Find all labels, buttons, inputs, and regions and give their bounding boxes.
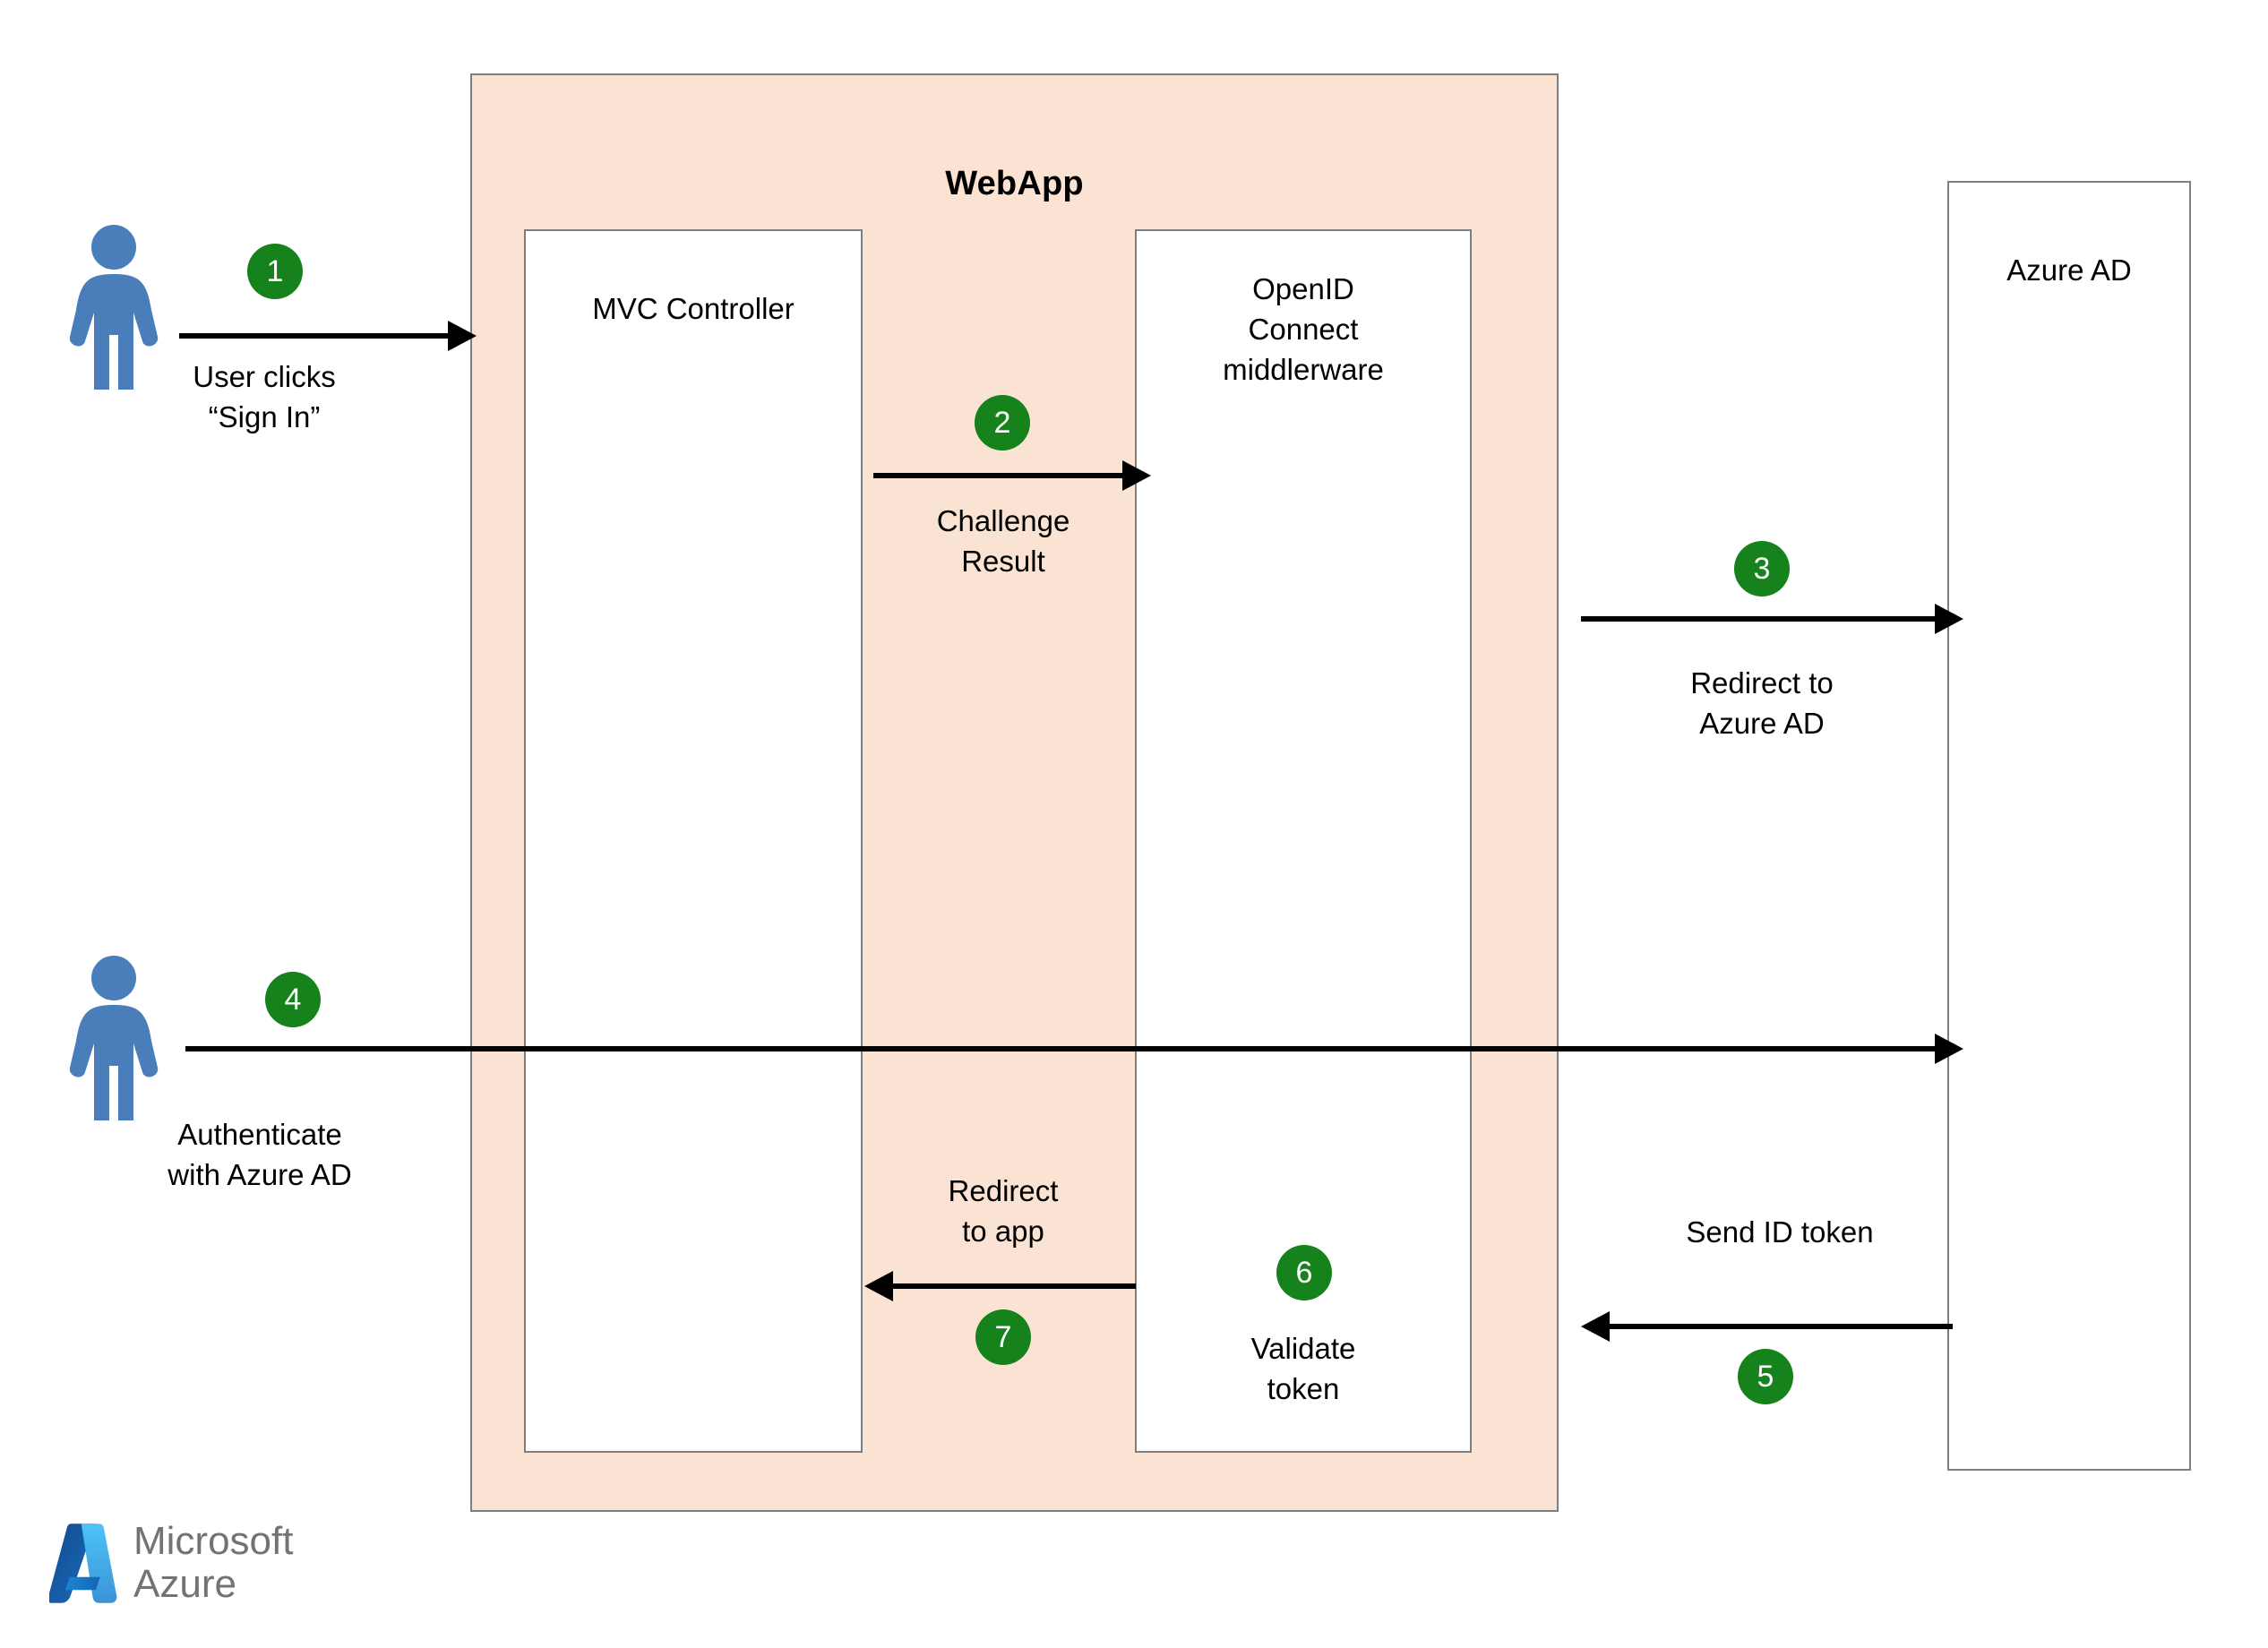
arrow-head-step-1 <box>448 321 477 351</box>
arrow-head-step-4 <box>1935 1034 1963 1064</box>
step-label-2: Challenge Result <box>936 504 1070 578</box>
mvc-controller-label: MVC Controller <box>592 292 795 325</box>
step-label-3: Redirect to Azure AD <box>1690 666 1834 740</box>
azure-ad-box <box>1947 181 2191 1471</box>
arrow-head-step-5 <box>1581 1311 1610 1342</box>
microsoft-azure-logo: Microsoft Azure <box>49 1520 293 1606</box>
mvc-controller-box <box>524 229 863 1453</box>
step-badge-1: 1 <box>247 244 303 299</box>
arrow-step-3 <box>1581 616 1950 622</box>
arrow-step-2 <box>873 473 1133 478</box>
arrow-head-step-3 <box>1935 604 1963 634</box>
arrow-step-5 <box>1603 1324 1953 1329</box>
arrow-head-step-7 <box>864 1271 893 1301</box>
arrow-head-step-2 <box>1122 460 1151 491</box>
step-badge-4: 4 <box>265 972 321 1027</box>
arrow-step-4 <box>185 1046 1950 1051</box>
webapp-title: WebApp <box>945 165 1084 202</box>
step-badge-3: 3 <box>1734 541 1790 597</box>
step-badge-5: 5 <box>1738 1349 1793 1404</box>
step-label-7: Redirect to app <box>948 1174 1059 1248</box>
arrow-step-1 <box>179 333 457 339</box>
step-label-5: Send ID token <box>1686 1215 1874 1249</box>
step-badge-6: 6 <box>1276 1245 1332 1300</box>
user-bottom-person-icon <box>64 955 163 1120</box>
arrow-step-7 <box>887 1283 1136 1289</box>
step-badge-7: 7 <box>975 1309 1031 1365</box>
azure-logo-icon <box>49 1521 119 1606</box>
step-label-1: User clicks “Sign In” <box>193 360 336 433</box>
step-label-6: Validate token <box>1250 1332 1356 1405</box>
azure-ad-label: Azure AD <box>2006 253 2132 287</box>
microsoft-azure-wordmark: Microsoft Azure <box>133 1519 294 1606</box>
step-badge-2: 2 <box>975 395 1030 451</box>
oidc-middleware-label: OpenID Connect middlerware <box>1223 272 1384 386</box>
user-top-person-icon <box>64 224 163 390</box>
step-label-4: Authenticate with Azure AD <box>168 1118 352 1191</box>
